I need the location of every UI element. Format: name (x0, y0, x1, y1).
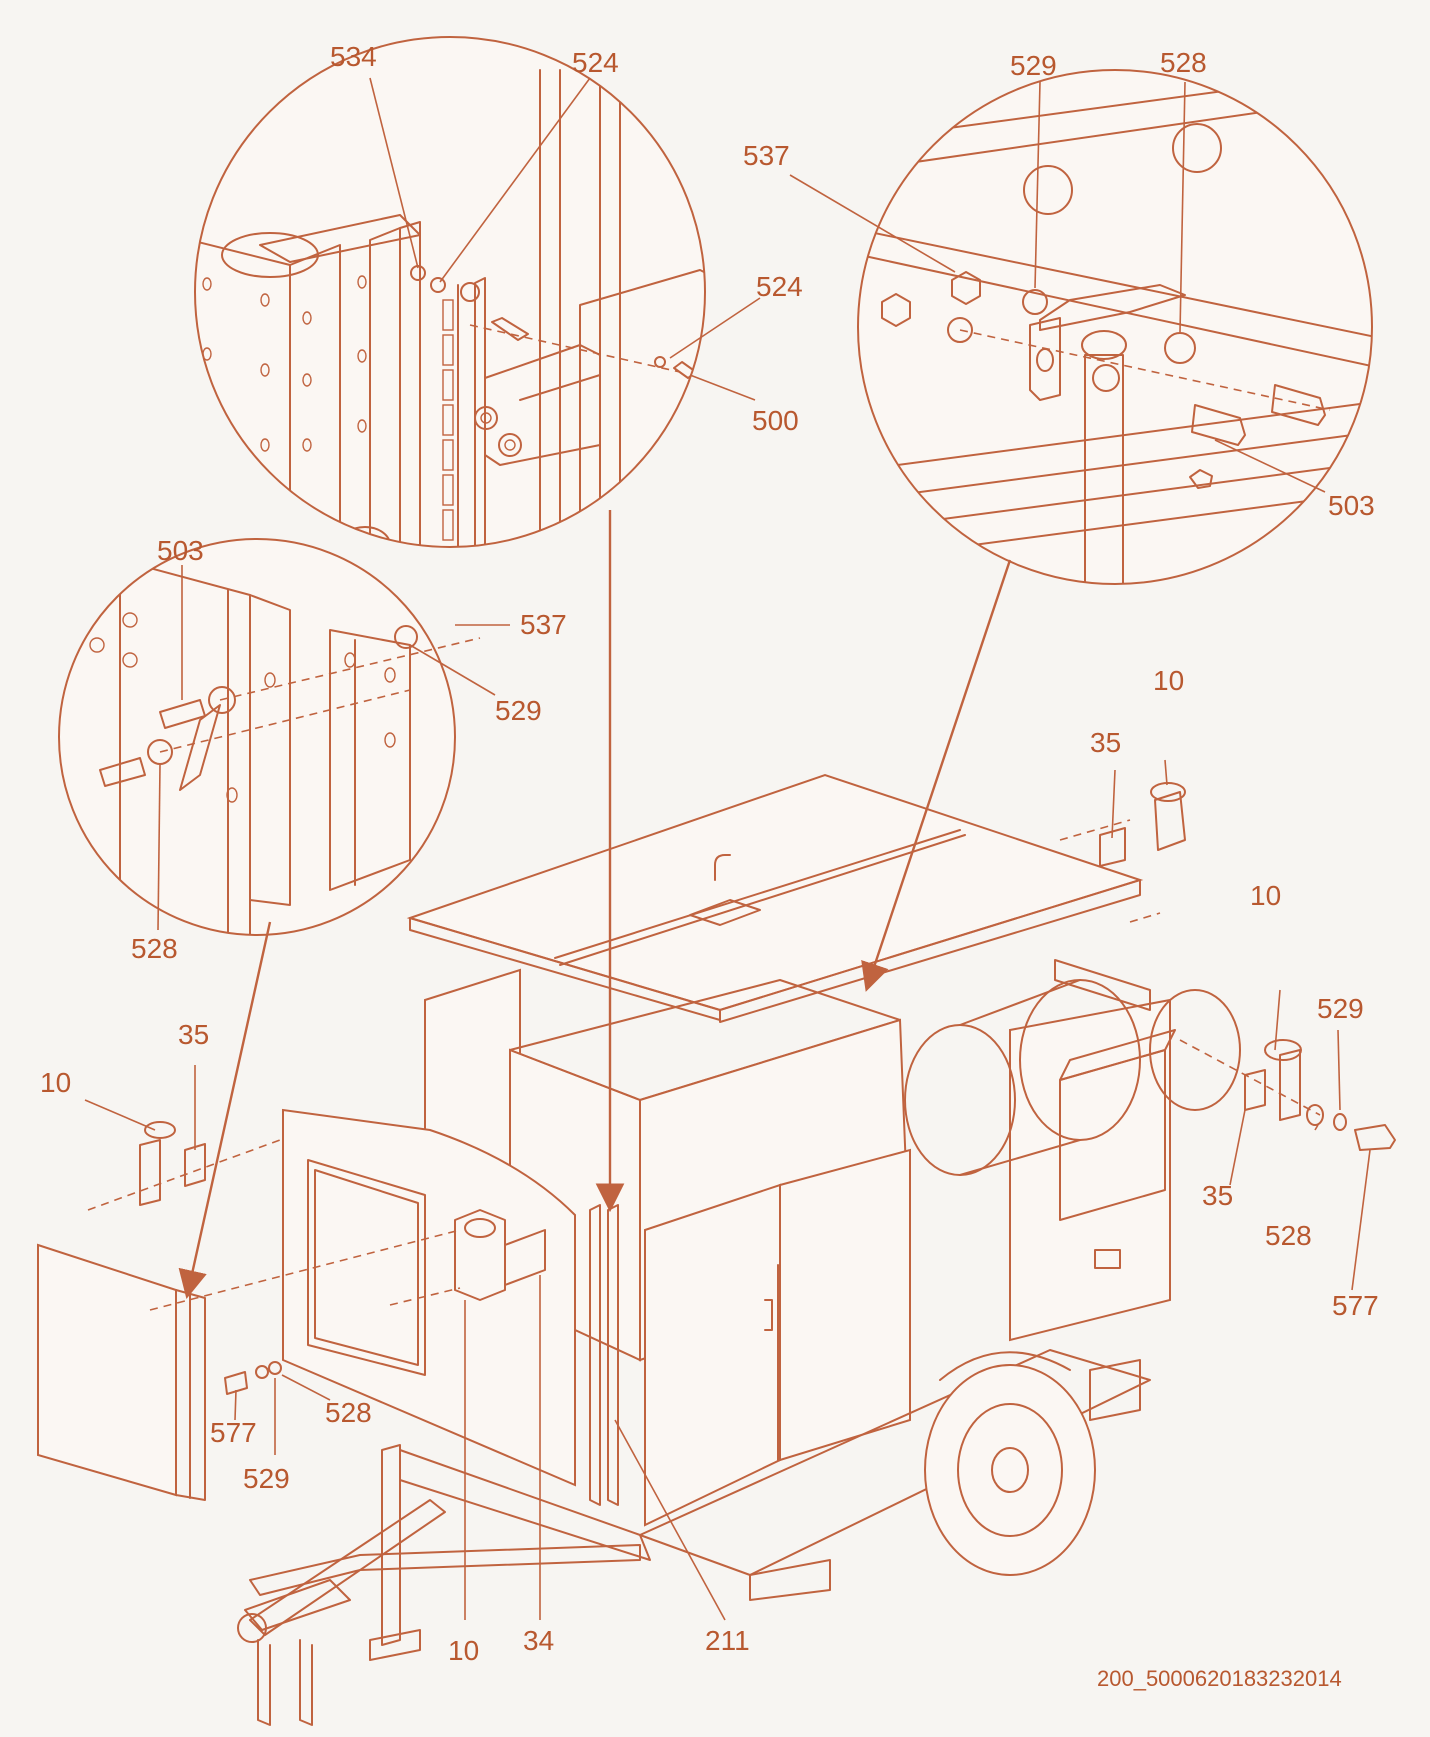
callout-10-top-right: 10 (1153, 665, 1184, 696)
callout-529-right: 529 (1317, 993, 1364, 1024)
leader-lines (84, 77, 1371, 1621)
callout-529-left: 529 (495, 695, 542, 726)
callout-524-top: 524 (572, 47, 619, 78)
callout-labels: 534 524 524 500 529 528 537 503 503 537 … (40, 41, 1379, 1691)
detail-circle-side-panel (58, 538, 481, 936)
detail-arrows (178, 510, 1012, 1300)
callout-529-top-right: 529 (1010, 50, 1057, 81)
callout-503-top-right: 503 (1328, 490, 1375, 521)
detail-circle-hinge (194, 36, 706, 548)
callout-524-mid: 524 (756, 271, 803, 302)
trailer-machine (37, 773, 1396, 1726)
callout-503-left: 503 (157, 535, 204, 566)
detail-circle-handle (857, 69, 1373, 585)
callout-10-right: 10 (1250, 880, 1281, 911)
callout-528-bottom-left: 528 (325, 1397, 372, 1428)
callout-35-right: 35 (1202, 1180, 1233, 1211)
callout-537-top-right: 537 (743, 140, 790, 171)
document-id: 200_5000620183232014 (1097, 1666, 1342, 1691)
callout-500: 500 (752, 405, 799, 436)
callout-534: 534 (330, 41, 377, 72)
callout-35-left: 35 (178, 1019, 209, 1050)
callout-537-left: 537 (520, 609, 567, 640)
callout-577-left: 577 (210, 1417, 257, 1448)
callout-529-bottom-left: 529 (243, 1463, 290, 1494)
callout-528-top-right: 528 (1160, 47, 1207, 78)
callout-34: 34 (523, 1625, 554, 1656)
callout-211: 211 (705, 1625, 750, 1656)
callout-35-top-right: 35 (1090, 727, 1121, 758)
callout-528-right: 528 (1265, 1220, 1312, 1251)
callout-577-right: 577 (1332, 1290, 1379, 1321)
callout-528-left: 528 (131, 933, 178, 964)
callout-10-bottom: 10 (448, 1635, 479, 1666)
callout-10-left: 10 (40, 1067, 71, 1098)
